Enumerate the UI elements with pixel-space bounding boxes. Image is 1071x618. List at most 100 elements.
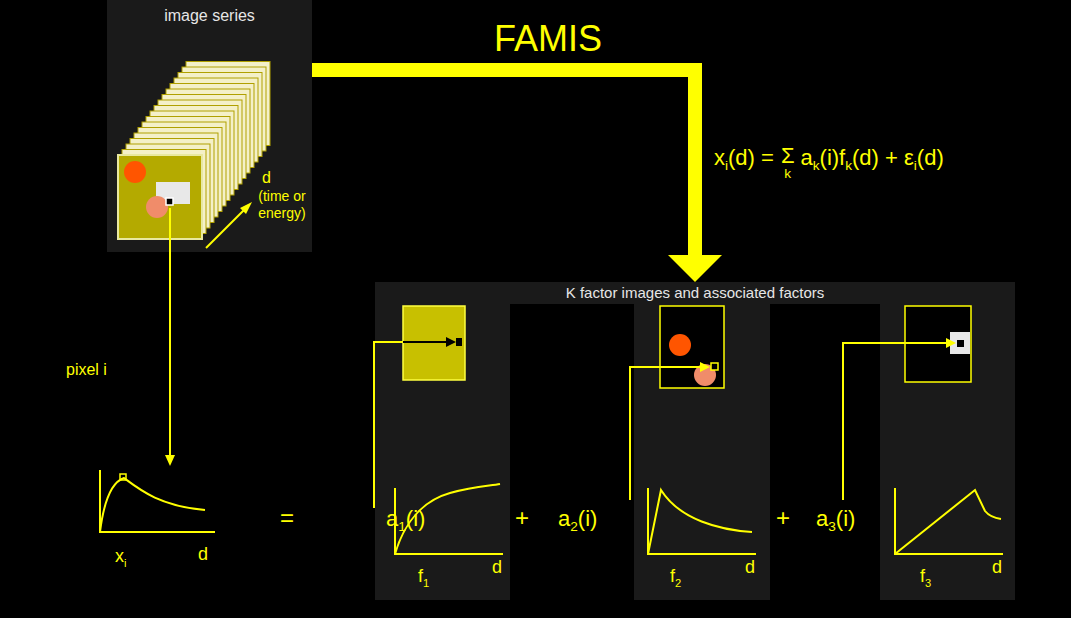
equation-term: x xyxy=(714,145,725,171)
image-series-panel: image series d(time or energy) xyxy=(107,0,312,252)
pixel-leader xyxy=(165,208,175,466)
depth-arrow xyxy=(206,202,252,248)
text-holder: f3 xyxy=(920,566,931,590)
flow-arrow-line xyxy=(312,70,695,256)
equation-term: (i)f xyxy=(820,145,846,171)
equation-term: (d) xyxy=(917,145,944,171)
text-holder: f1 xyxy=(418,566,429,590)
text-holder: K factor images and associated factors xyxy=(375,284,1015,302)
stack-frame xyxy=(174,78,258,162)
stack-frame xyxy=(162,95,246,179)
coefficient: a xyxy=(558,506,570,532)
grey-structure xyxy=(950,332,970,354)
text-holder: xi(d) =Σkak(i)fk(d) + εi(d) xyxy=(714,145,944,181)
pink-structure xyxy=(146,196,168,218)
coefficient-leaders xyxy=(374,337,964,508)
depth-arrow-line xyxy=(206,208,246,248)
factor-name: f xyxy=(418,566,423,588)
front-frame xyxy=(118,155,202,239)
stack-frame xyxy=(150,111,234,195)
grey-structure xyxy=(156,182,190,204)
leader-label: pixel i xyxy=(66,360,107,379)
pixel-leader-line xyxy=(169,208,171,456)
pixel-curve xyxy=(100,478,205,532)
text-holder: + xyxy=(776,504,790,533)
equation-term: a xyxy=(801,145,813,171)
stack-frame xyxy=(122,150,206,234)
factor-name: f xyxy=(670,566,675,588)
factor-curve xyxy=(648,490,752,554)
axis-note: (time or energy) xyxy=(254,188,310,222)
axis-label: d xyxy=(992,557,1002,579)
factor-square xyxy=(660,306,724,388)
factor-header-ground xyxy=(375,282,1015,304)
factor-curve xyxy=(895,490,1001,554)
text-holder: a1(i) xyxy=(386,506,425,536)
equation-term: (d) + ε xyxy=(852,145,914,171)
text-holder: = xyxy=(280,504,294,533)
axis-label: d xyxy=(745,557,755,579)
pixel-leader-head xyxy=(165,455,175,466)
equation-term: i xyxy=(914,158,917,174)
text-holder: image series xyxy=(107,6,312,25)
stack-frame xyxy=(134,133,218,217)
stack-frame xyxy=(130,139,214,223)
coefficient: 2 xyxy=(570,519,578,535)
sum-symbol: Σ xyxy=(781,145,795,167)
factor-index: 1 xyxy=(423,577,429,590)
sum-index: k xyxy=(781,167,795,181)
factor-panel: K factor images and associated factorsf1… xyxy=(375,282,1015,600)
leader-head xyxy=(700,362,710,372)
leader-head xyxy=(446,337,456,347)
orange-structure xyxy=(669,334,691,356)
axis-label: d xyxy=(198,544,208,566)
factor-image-2 xyxy=(660,306,724,388)
equation-term: k xyxy=(813,158,820,174)
factor-curve xyxy=(395,484,500,554)
text-holder: (time or energy) xyxy=(254,188,310,222)
panel-title: K factor images and associated factors xyxy=(566,284,824,302)
stack-frame xyxy=(170,84,254,168)
curve-label: x xyxy=(115,546,124,568)
factor-square xyxy=(905,306,971,382)
pixel-marker xyxy=(711,363,718,370)
edge-label: FAMIS xyxy=(494,17,602,60)
equation-term: i xyxy=(725,158,728,174)
axis-label: d xyxy=(492,557,502,579)
text-holder: d xyxy=(262,168,271,187)
text-holder: f2 xyxy=(670,566,681,590)
factor-curves xyxy=(395,484,1003,554)
stack-frame xyxy=(166,89,250,173)
coefficient: (i) xyxy=(578,506,598,532)
factor-name: f xyxy=(920,566,925,588)
factor-index: 2 xyxy=(675,577,681,590)
peak-marker xyxy=(120,474,126,480)
sum-symbol-group: Σk xyxy=(781,145,795,181)
factor-square xyxy=(403,306,465,380)
text-holder: d xyxy=(992,557,1002,579)
coefficient: 3 xyxy=(828,519,836,535)
leader-line xyxy=(630,367,702,500)
text-holder: a2(i) xyxy=(558,506,597,536)
pixel-curve-graph xyxy=(100,470,215,532)
operator: + xyxy=(776,504,790,533)
stack-frame xyxy=(182,67,266,151)
text-holder: d xyxy=(745,557,755,579)
operator: + xyxy=(515,504,529,533)
pixel-marker xyxy=(166,198,173,205)
pink-structure xyxy=(694,364,716,386)
factor-column: f1 d xyxy=(375,304,510,600)
text-holder: FAMIS xyxy=(494,17,602,60)
leader-head xyxy=(946,338,956,348)
series-panel-ground xyxy=(107,0,312,252)
leader-line xyxy=(374,342,403,508)
factor-column-ground xyxy=(375,304,510,600)
equation-term: k xyxy=(845,158,852,174)
pixel-marker xyxy=(957,340,964,347)
pixel-marker xyxy=(456,338,462,346)
flow-arrow-head xyxy=(668,255,722,282)
factor-index: 3 xyxy=(925,577,931,590)
operator: = xyxy=(280,504,294,533)
